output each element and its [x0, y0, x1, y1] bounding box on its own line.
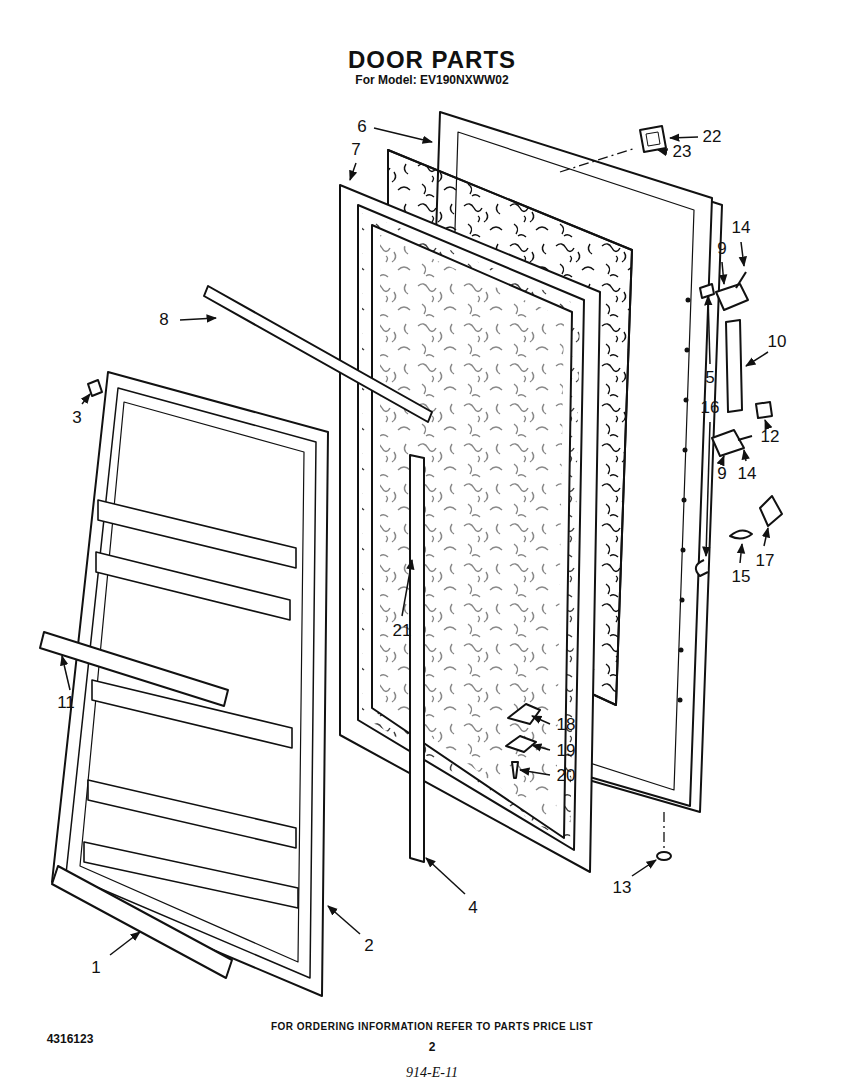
callout-number: 6	[357, 118, 366, 137]
callout-number: 19	[557, 742, 576, 761]
callout-number: 14	[732, 219, 751, 238]
callout-number: 21	[393, 622, 412, 641]
callout-number: 11	[57, 694, 75, 713]
callout-number: 1	[91, 959, 100, 978]
callout-number: 5	[705, 369, 714, 388]
callout-number: 7	[351, 141, 360, 160]
callout-number: 8	[159, 311, 168, 330]
callout-number: 17	[756, 552, 775, 571]
callout-number: 14	[738, 465, 757, 484]
ordering-note: FOR ORDERING INFORMATION REFER TO PARTS …	[271, 1021, 593, 1032]
callout-number: 13	[613, 879, 632, 898]
page-number: 2	[429, 1041, 436, 1054]
callout-number: 10	[768, 333, 787, 352]
handwritten-code: 914-E-11	[406, 1065, 458, 1080]
callout-number: 9	[717, 240, 726, 259]
callout-number: 23	[673, 143, 692, 162]
callout-number: 20	[557, 767, 576, 786]
diagram-title: DOOR PARTS	[348, 47, 516, 73]
callout-number: 3	[72, 409, 81, 428]
callout-number: 15	[732, 568, 751, 587]
callout-number: 2	[364, 937, 373, 956]
callout-number: 18	[557, 716, 576, 735]
callout-number: 22	[703, 128, 722, 147]
callout-number: 9	[717, 465, 726, 484]
callout-number: 4	[468, 899, 477, 918]
callout-number: 12	[761, 428, 780, 447]
drawing-number: 4316123	[47, 1033, 94, 1046]
model-number: For Model: EV190NXWW02	[355, 74, 508, 87]
callout-number: 16	[701, 399, 720, 418]
